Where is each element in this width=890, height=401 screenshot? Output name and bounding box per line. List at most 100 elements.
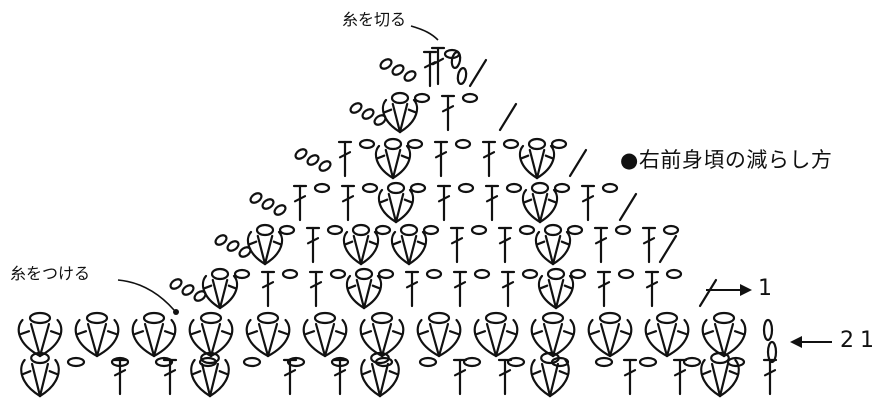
shell-slash (23, 371, 30, 374)
chain-stitch-symbol (379, 57, 393, 70)
shell-slash (50, 371, 57, 374)
shell-slash (385, 110, 391, 113)
shell-stitch-symbol (553, 232, 570, 264)
chain-stitch-symbol (408, 140, 422, 148)
shell-slash (534, 331, 542, 334)
shell-slash (402, 156, 408, 159)
shell-stitch-symbol (540, 190, 557, 222)
shell-slash (450, 331, 458, 334)
shell-slash (381, 200, 387, 203)
chain-stitch-symbol (201, 313, 221, 323)
chain-stitch-symbol (306, 153, 320, 166)
chain-stitch-symbol (507, 184, 521, 192)
chain-stitch-symbol (169, 277, 183, 290)
shell-slash (349, 286, 355, 289)
chain-stitch-symbol (353, 225, 369, 235)
chain-stitch-symbol (456, 140, 470, 148)
chain-stitch-symbol (376, 226, 390, 234)
shell-slash (420, 331, 428, 334)
shell-stitch-symbol (520, 146, 537, 178)
shell-slash (21, 331, 29, 334)
chain-stitch-symbol (315, 313, 335, 323)
shell-stitch-symbol (268, 320, 289, 356)
chain-stitch-symbol (543, 313, 563, 323)
shell-slash (205, 286, 211, 289)
chain-stitch-symbol (529, 139, 545, 149)
chain-stitch-symbol (545, 225, 561, 235)
chain-stitch-symbol (457, 67, 468, 84)
chain-stitch-symbol (603, 184, 617, 192)
shell-slash (405, 200, 411, 203)
shell-stitch-symbol (379, 190, 396, 222)
chain-stitch-symbol (30, 313, 50, 323)
shell-stitch-symbol (409, 232, 426, 264)
shell-slash (549, 200, 555, 203)
chain-stitch-symbol (504, 140, 518, 148)
shell-stitch-symbol (556, 276, 573, 308)
shell-slash (562, 242, 568, 245)
chain-stitch-symbol (463, 94, 477, 102)
chain-stitch-symbol (212, 269, 228, 279)
chain-stitch-symbol (415, 94, 429, 102)
shell-stitch-symbol (190, 320, 211, 356)
shell-stitch-symbol (40, 360, 59, 396)
chain-stitch-symbol (684, 358, 700, 366)
chain-stitch-symbol (640, 358, 656, 366)
chain-stitch-symbol (619, 270, 633, 278)
shell-stitch-symbol (496, 320, 517, 356)
chain-stitch-symbol (600, 313, 620, 323)
chain-stitch-symbol (214, 233, 228, 246)
shell-slash (477, 331, 485, 334)
shell-stitch-symbol (523, 190, 540, 222)
chain-stitch-symbol (331, 270, 345, 278)
chain-stitch-symbol (249, 191, 263, 204)
chain-stitch-symbol (424, 226, 438, 234)
chain-stitch-symbol (464, 358, 480, 366)
shell-stitch-symbol (76, 320, 97, 356)
shell-stitch-symbol (133, 320, 154, 356)
chain-stitch-symbol (356, 269, 372, 279)
shell-slash (541, 286, 547, 289)
chain-stitch-symbol (486, 313, 506, 323)
chain-stitch-symbol (552, 140, 566, 148)
shell-slash (522, 156, 528, 159)
shell-stitch-symbol (418, 320, 439, 356)
shell-slash (705, 331, 713, 334)
attach-yarn-label: 糸をつける (10, 266, 90, 282)
shell-slash (165, 331, 173, 334)
chain-stitch-symbol (258, 313, 278, 323)
shell-stitch-symbol (247, 320, 268, 356)
row-end-label: 21 (840, 330, 880, 352)
chain-stitch-symbol (571, 270, 585, 278)
shell-slash (564, 331, 572, 334)
chain-stitch-symbol (548, 269, 564, 279)
shell-stitch-symbol (537, 146, 554, 178)
shell-stitch-symbol (97, 320, 118, 356)
edge-slash (700, 280, 716, 306)
chain-stitch-symbol (411, 184, 425, 192)
shell-slash (229, 286, 235, 289)
shell-slash (648, 331, 656, 334)
shell-slash (735, 331, 743, 334)
chain-stitch-symbol (244, 358, 260, 366)
chain-stitch-symbol (87, 313, 107, 323)
shell-slash (135, 331, 143, 334)
shell-stitch-symbol (154, 320, 175, 356)
chain-stitch-symbol (657, 313, 677, 323)
chain-stitch-symbol (235, 270, 249, 278)
chain-stitch-symbol (391, 63, 405, 76)
attach-yarn-leader (118, 280, 174, 310)
shell-stitch-symbol (553, 320, 574, 356)
shell-slash (621, 331, 629, 334)
shell-slash (249, 331, 257, 334)
shell-stitch-symbol (364, 276, 381, 308)
shell-stitch-symbol (383, 100, 400, 132)
chain-stitch-symbol (714, 313, 734, 323)
chain-stitch-symbol (555, 184, 569, 192)
shell-slash (678, 331, 686, 334)
chain-stitch-symbol (401, 225, 417, 235)
shell-stitch-symbol (531, 360, 550, 396)
chain-stitch-symbol (318, 159, 332, 172)
shell-slash (730, 371, 737, 374)
shell-stitch-symbol (382, 320, 403, 356)
